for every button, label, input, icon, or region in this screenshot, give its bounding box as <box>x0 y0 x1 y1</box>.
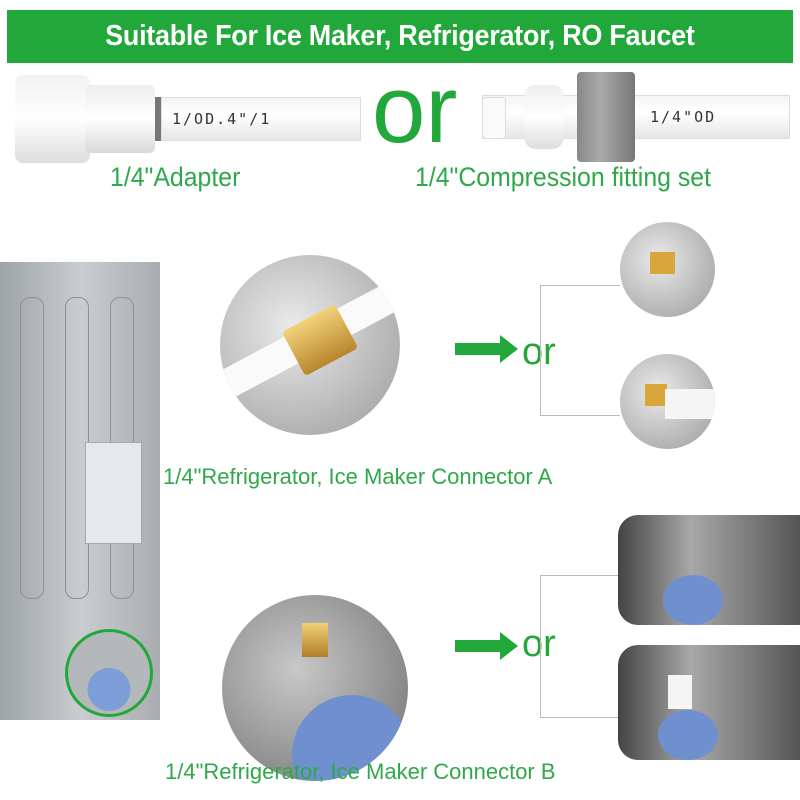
adapter-tube-print: 1/OD.4"/1 <box>161 97 361 141</box>
or-separator-b: or <box>522 623 556 665</box>
connector-a-option-1 <box>620 222 715 317</box>
compression-fitting-image: 1/4"OD <box>482 72 790 162</box>
connector-b-option-2 <box>618 645 800 760</box>
connector-a-label: 1/4"Refrigerator, Ice Maker Connector A <box>163 464 553 489</box>
valve-highlight-circle <box>65 629 153 717</box>
headline-banner: Suitable For Ice Maker, Refrigerator, RO… <box>7 10 793 63</box>
or-separator: or <box>372 56 458 163</box>
adapter-image: 1/OD.4"/1 <box>15 75 361 163</box>
connector-a-closeup <box>220 255 400 435</box>
compression-label: 1/4"Compression fitting set <box>415 162 711 192</box>
adapter-label: 1/4"Adapter <box>110 162 241 192</box>
compression-tube-print: 1/4"OD <box>650 108 717 126</box>
headline-text: Suitable For Ice Maker, Refrigerator, RO… <box>105 20 695 52</box>
connector-b-option-1 <box>618 515 800 625</box>
connector-b-closeup <box>222 595 408 781</box>
connector-a-option-2 <box>620 354 715 449</box>
connector-b-label: 1/4"Refrigerator, Ice Maker Connector B <box>165 759 556 784</box>
or-separator-a: or <box>522 331 556 373</box>
